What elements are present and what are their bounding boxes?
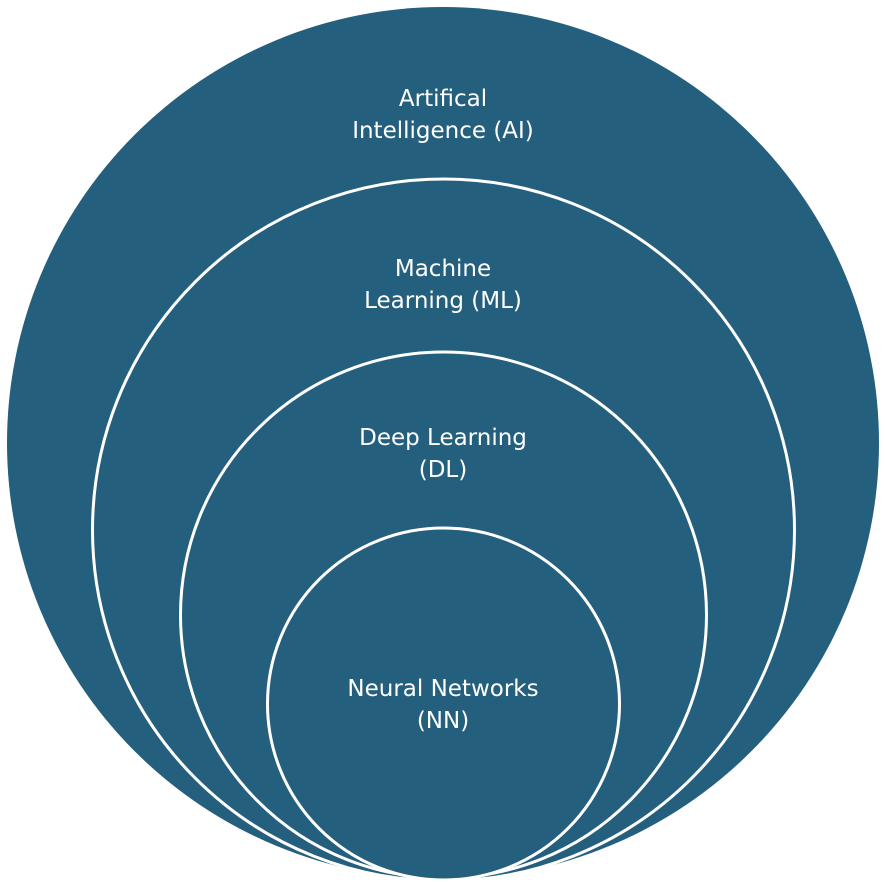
nn-label-line1: Neural Networks	[347, 676, 538, 702]
dl-label-line2: (DL)	[419, 457, 467, 483]
nn-label-line2: (NN)	[417, 708, 469, 734]
ml-label-line1: Machine	[395, 256, 491, 282]
ai-label-line2: Intelligence (AI)	[352, 118, 534, 144]
nn-circle	[266, 526, 621, 882]
ai-label-line1: Artifical	[399, 86, 487, 112]
dl-label-line1: Deep Learning	[359, 425, 527, 451]
ml-label-line2: Learning (ML)	[364, 288, 522, 314]
